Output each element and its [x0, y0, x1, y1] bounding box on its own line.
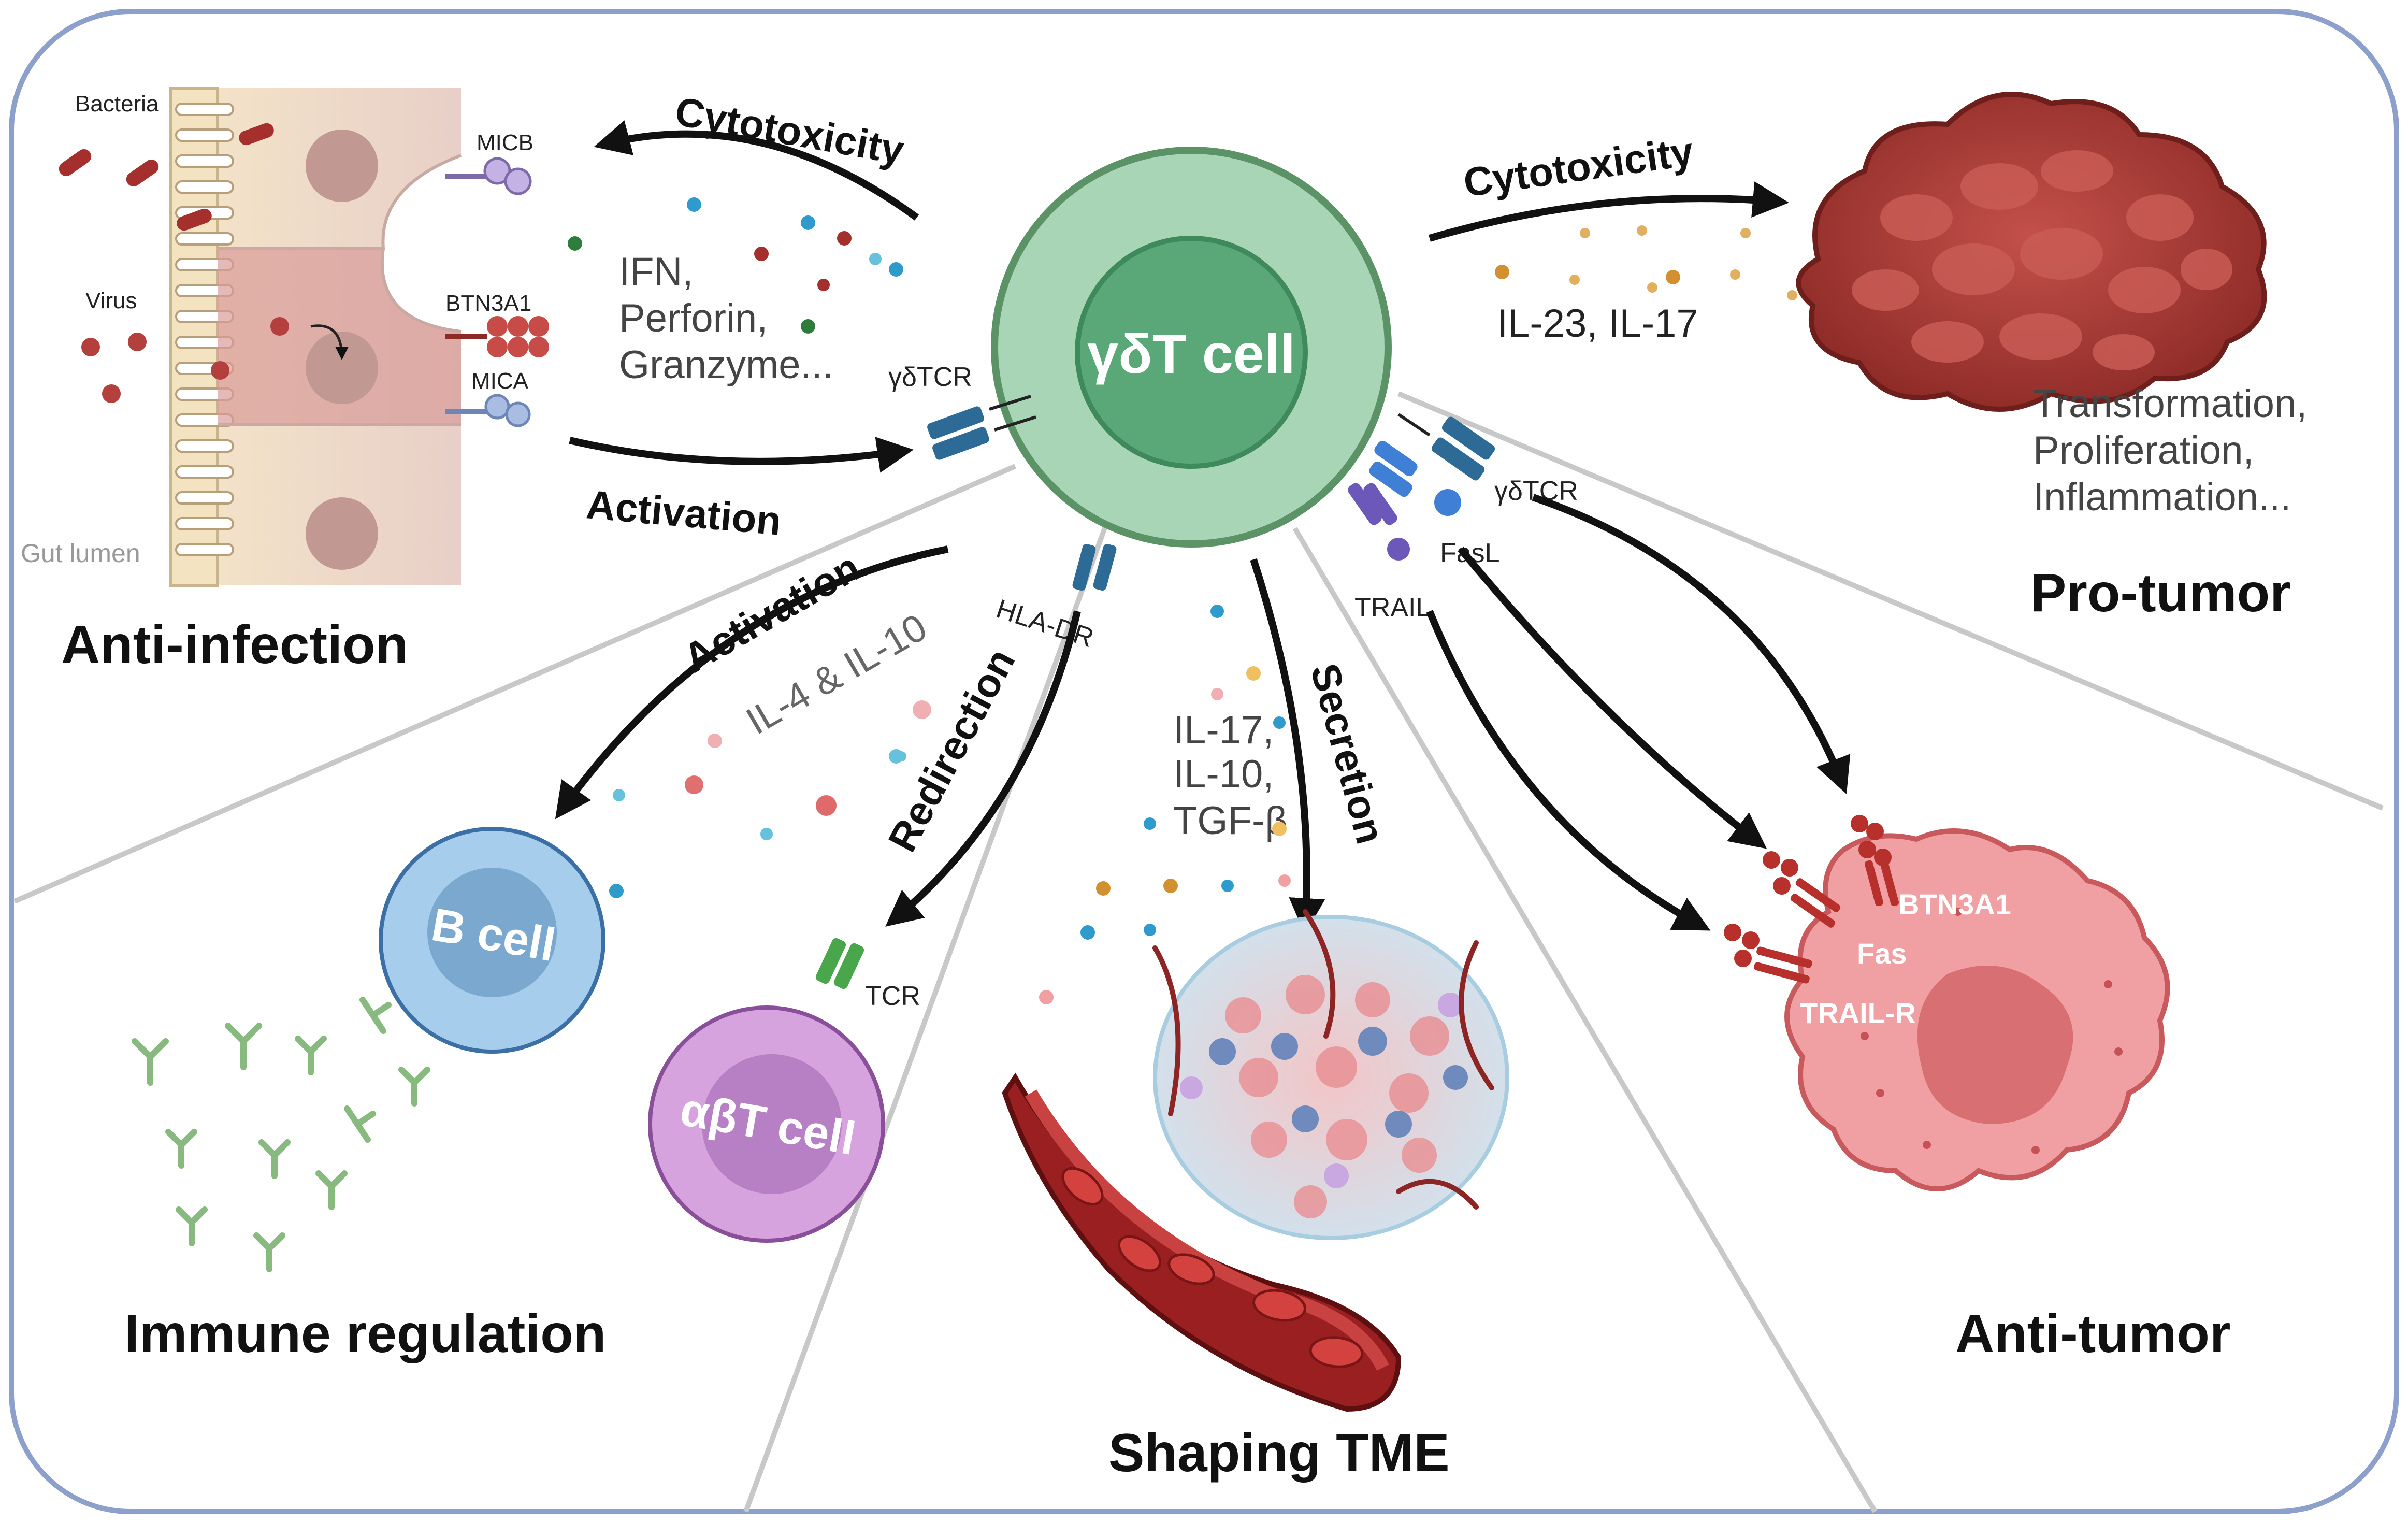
tgfb-label-tme: TGF-β [1173, 799, 1288, 843]
gd-tcr-label-left: γδTCR [888, 362, 972, 392]
gd-t-cell-nucleus [1075, 236, 1308, 469]
btn3a1-label-infection: BTN3A1 [445, 291, 531, 316]
micb-ligand-icon [445, 157, 532, 195]
proliferation-label: Proliferation, [2033, 428, 2254, 472]
il23-il17-label: IL-23, IL-17 [1497, 301, 1698, 346]
antibody-icons [132, 997, 430, 1272]
cytotoxicity-arrow-right [1429, 181, 1789, 242]
cytokine-dots-tme [1039, 605, 1291, 1004]
target-tumor-cell-icon [1784, 828, 2170, 1191]
hla-dr-receptor-icon [1072, 543, 1117, 591]
transformation-label: Transformation, [2033, 382, 2307, 426]
il10-label-tme: IL-10, [1173, 752, 1274, 796]
outer-frame [9, 9, 2399, 1514]
section-pro-tumor: Pro-tumor [2030, 563, 2291, 623]
granzyme-label: Granzyme... [619, 343, 833, 387]
il17-label-tme: IL-17, [1173, 708, 1274, 752]
ab-t-cell-nucleus [702, 1054, 842, 1194]
section-anti-infection: Anti-infection [61, 615, 408, 675]
tumor-microenvironment-icon [1002, 909, 1509, 1412]
section-dividers [13, 391, 2384, 1513]
activation-arrow-left [569, 437, 914, 473]
target-receptors-icon [1724, 815, 1899, 984]
cytokine-dots-infection [568, 197, 903, 334]
btn3a1-ligand-icon [445, 316, 549, 357]
fas-label: Fas [1857, 937, 1907, 970]
perforin-label: Perforin, [619, 296, 768, 340]
section-shaping-tme: Shaping TME [1108, 1423, 1450, 1483]
section-immune-regulation: Immune regulation [124, 1304, 606, 1364]
gut-lumen-label: Gut lumen [21, 539, 140, 568]
b-cell-nucleus [427, 868, 557, 997]
fasl-receptor-icon [1369, 440, 1461, 516]
tumor-mass-icon [1796, 92, 2267, 412]
mica-label: MICA [471, 368, 529, 394]
trail-arrow-anti-tumor [1426, 610, 1711, 931]
cytokine-dots-immune [609, 700, 931, 898]
section-anti-tumor: Anti-tumor [1955, 1304, 2230, 1364]
ab-tcr-receptor-icon [815, 938, 864, 989]
trail-r-label: TRAIL-R [1800, 997, 1916, 1029]
tcr-label: TCR [865, 981, 920, 1011]
gd-tcr-arrow-anti-tumor [1532, 494, 1851, 795]
virus-icon [81, 317, 289, 403]
redirection-arrow [885, 610, 1081, 927]
inflammation-label: Inflammation... [2033, 475, 2291, 519]
virus-label: Virus [85, 288, 137, 313]
cytokine-dots-pro-tumor [1495, 225, 1797, 300]
bacteria-icon [59, 123, 274, 231]
gd-t-cell-label: γδT cell [1087, 322, 1295, 385]
activation-arrow-b-cell [555, 545, 949, 820]
btn3a1-label-anti-tumor: BTN3A1 [1898, 888, 2011, 921]
gut-epithelium [169, 87, 462, 587]
ifn-label: IFN, [619, 250, 694, 294]
bacteria-label: Bacteria [75, 91, 159, 117]
micb-label: MICB [477, 130, 533, 155]
gd-tcr-receptor-left-icon [927, 395, 1036, 460]
trail-receptor-icon [1348, 483, 1410, 561]
cytotoxicity-arrow-left [594, 120, 919, 221]
fasl-arrow-anti-tumor [1458, 547, 1767, 849]
secretion-arrow [1250, 558, 1325, 935]
mica-ligand-icon [445, 394, 531, 427]
trail-label: TRAIL [1354, 593, 1431, 623]
gd-tcr-receptor-right-icon [1397, 413, 1495, 481]
